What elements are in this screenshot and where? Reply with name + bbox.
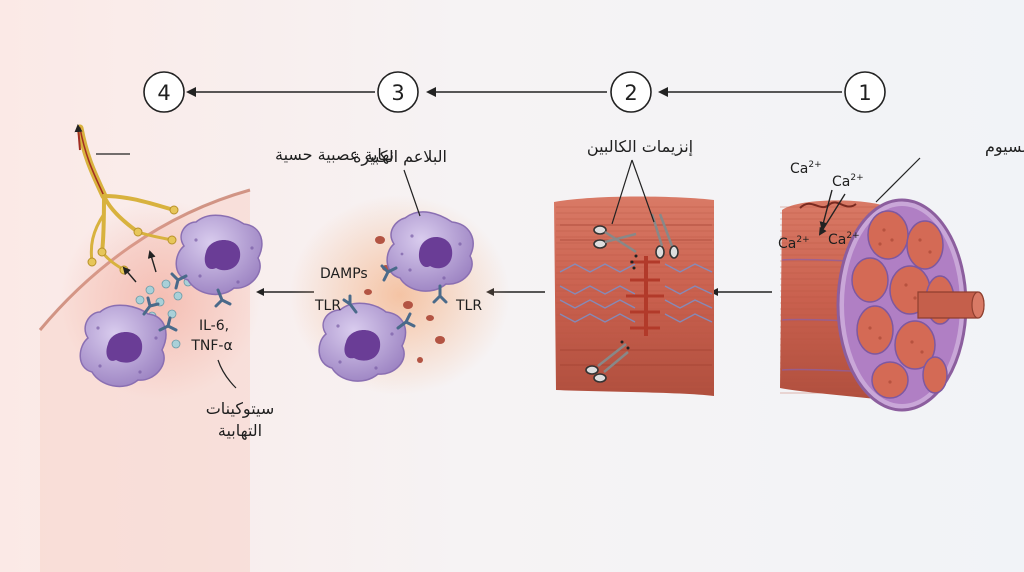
panel2-title: إنزيمات الكالبين [587, 137, 693, 157]
damaged-z-line [626, 256, 664, 336]
step-circle-1: 1 [844, 71, 886, 113]
cytokine-names-line1: IL-6, [199, 318, 229, 334]
step-number-2: 2 [624, 81, 637, 105]
damps-label: DAMPs [320, 266, 368, 282]
panel3-title: البلاعم الكبيرة [353, 147, 447, 167]
macrophage-cell [175, 214, 263, 296]
step-number-4: 4 [157, 81, 170, 105]
step-number-1: 1 [858, 81, 871, 105]
cytokines-label-line1: سيتوكينات [206, 399, 275, 419]
macrophage-cell [318, 302, 407, 382]
step-circle-3: 3 [377, 71, 419, 113]
svg-text:Ca2+: Ca2+ [828, 231, 860, 248]
sarcomere-lattice [559, 263, 713, 323]
tlr-label-right: TLR [455, 298, 482, 314]
scissors-icon [650, 213, 679, 259]
svg-text:Ca2+: Ca2+ [832, 173, 864, 190]
cytokine-names-line2: TNF-α [190, 338, 232, 354]
panel-macrophages: البلاعم الكبيرة DAMPs TLR TLR [290, 147, 510, 395]
step-number-3: 3 [391, 81, 404, 105]
panel4-title: نهاية عصبية حسية [275, 145, 394, 165]
calcium-ion-label-1: Ca2+ [790, 160, 822, 177]
panel-calpain-enzymes: إنزيمات الكالبين [554, 137, 714, 396]
scissors-icon [593, 225, 637, 254]
tlr-receptors [342, 264, 448, 330]
svg-text:Ca2+: Ca2+ [778, 235, 810, 252]
step-circle-2: 2 [610, 71, 652, 113]
calcium-ion-label-3: Ca2+ [778, 235, 810, 252]
tlr-label-left: TLR [314, 298, 341, 314]
step-circle-4: 4 [143, 71, 185, 113]
panel-nerve-ending: نهاية عصبية حسية IL-6, TNF-α سيتوكينات ا… [38, 124, 394, 572]
panel-calcium-influx: تدفق الكالسيوم Ca2+ Ca2+ Ca2+ Ca2+ [778, 137, 1024, 412]
scissors-icon [585, 343, 629, 383]
cytokine-receptors [142, 272, 232, 332]
membrane-tear [799, 201, 857, 209]
panel1-title: تدفق الكالسيوم [985, 137, 1024, 157]
step-flow: 1 2 3 4 [143, 71, 886, 113]
macrophage-cell [79, 304, 167, 388]
macrophage-cell [386, 211, 474, 292]
cytokines-label-line2: التهابية [218, 421, 262, 441]
svg-text:Ca2+: Ca2+ [790, 160, 822, 177]
calcium-ion-label-4: Ca2+ [828, 231, 860, 248]
calcium-ion-label-2: Ca2+ [832, 173, 864, 190]
